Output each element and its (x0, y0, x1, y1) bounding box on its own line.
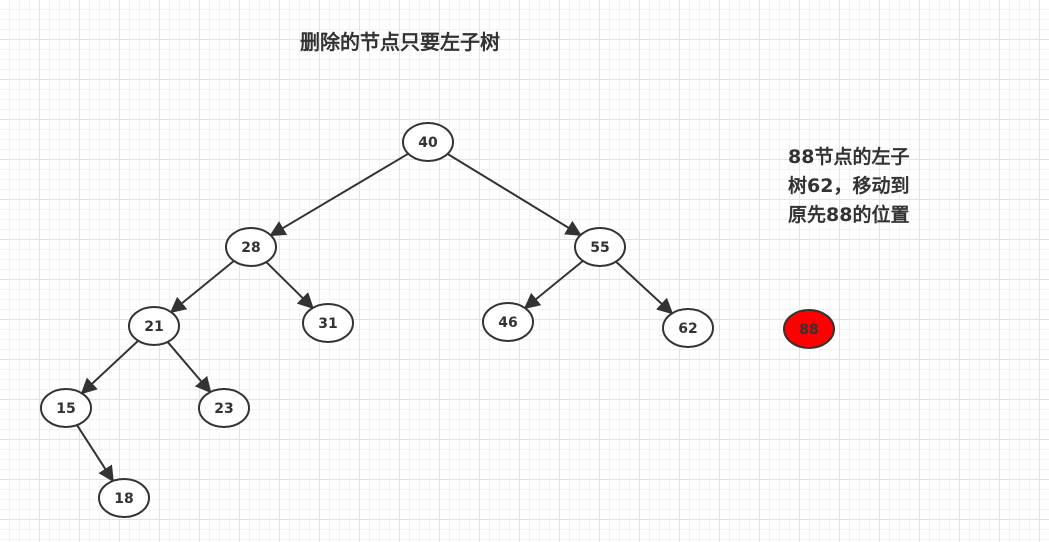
edge-55-to-62 (615, 260, 674, 315)
tree-node-15: 15 (40, 388, 92, 428)
edge-40-to-28 (269, 152, 409, 237)
tree-node-28: 28 (225, 227, 277, 267)
tree-node-62: 62 (662, 308, 714, 348)
node-circle (225, 227, 277, 267)
node-label: 18 (114, 491, 133, 507)
node-circle (40, 388, 92, 428)
node-circle (482, 302, 534, 342)
tree-node-46: 46 (482, 302, 534, 342)
node-circle (98, 478, 150, 518)
tree-node-40: 40 (402, 122, 454, 162)
note-line-2: 树62，移动到 (788, 175, 910, 197)
tree-node-55: 55 (574, 227, 626, 267)
node-label: 31 (318, 316, 337, 332)
node-circle (402, 122, 454, 162)
note-line-3: 原先88的位置 (788, 204, 910, 226)
node-circle (198, 388, 250, 428)
node-label: 21 (144, 319, 163, 335)
tree-node-31: 31 (302, 303, 354, 343)
diagram-title: 删除的节点只要左子树 (300, 30, 500, 54)
edge-21-to-23 (166, 341, 212, 394)
node-label: 55 (590, 240, 609, 256)
edge-28-to-21 (169, 260, 235, 314)
deleted-node-88: 88 (783, 309, 835, 349)
node-label: 15 (56, 401, 75, 417)
node-label: 40 (418, 135, 438, 151)
tree-node-18: 18 (98, 478, 150, 518)
edge-40-to-55 (446, 153, 582, 236)
node-label: 28 (241, 240, 260, 256)
node-circle (302, 303, 354, 343)
explanation-note: 88节点的左子 树62，移动到 原先88的位置 (788, 143, 948, 230)
edge-21-to-15 (80, 339, 139, 395)
node-label: 23 (214, 401, 233, 417)
edge-55-to-46 (523, 260, 584, 310)
tree-node-23: 23 (198, 388, 250, 428)
node-label: 46 (498, 315, 517, 331)
note-line-1: 88节点的左子 (788, 146, 910, 168)
node-circle (662, 308, 714, 348)
node-circle (783, 309, 835, 349)
node-label: 62 (678, 321, 697, 337)
edge-15-to-18 (76, 424, 114, 483)
node-circle (128, 306, 180, 346)
tree-node-21: 21 (128, 306, 180, 346)
node-circle (574, 227, 626, 267)
node-label: 88 (799, 322, 818, 338)
edge-28-to-31 (265, 261, 314, 310)
